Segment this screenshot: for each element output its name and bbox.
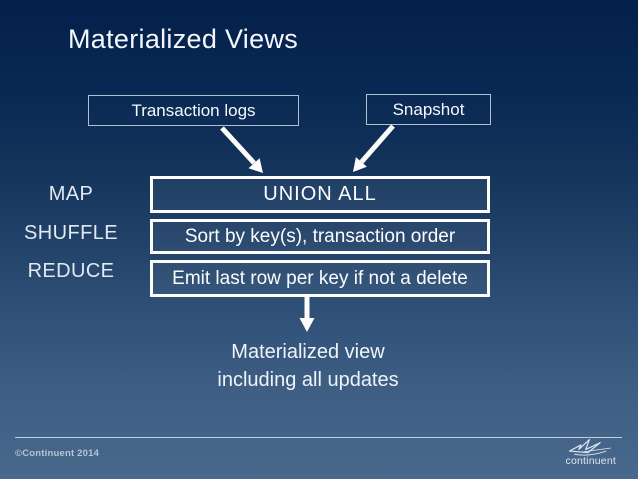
arrow-down-left-icon [353,124,395,172]
box-sort-by-key-label: Sort by key(s), transaction order [184,225,456,247]
arrow-down-icon [299,296,315,332]
continuent-logo: continuent [548,438,616,467]
result-caption-line2: including all updates [217,369,399,391]
arrow-down-right-icon [220,126,263,173]
copyright-text: ©Continuent 2014 [15,448,100,459]
stage-label-reduce: REDUCE [27,260,115,282]
box-sort-by-key: Sort by key(s), transaction order [150,219,490,254]
result-caption: Materialized view including all updates [148,338,468,394]
slide-title: Materialized Views [68,24,298,54]
box-emit-last-row-label: Emit last row per key if not a delete [172,267,468,289]
footer-divider [15,437,622,438]
result-caption-line1: Materialized view [231,341,385,363]
box-transaction-logs-label: Transaction logs [131,100,256,120]
box-union-all-label: UNION ALL [263,183,377,205]
box-union-all: UNION ALL [150,176,490,213]
box-emit-last-row: Emit last row per key if not a delete [150,260,490,297]
stage-label-map: MAP [48,183,94,205]
continuent-logo-text: continuent [565,455,616,467]
box-snapshot-label: Snapshot [392,99,465,119]
box-transaction-logs: Transaction logs [88,95,299,126]
origami-swallow-icon [568,438,611,456]
stage-label-shuffle: SHUFFLE [24,222,118,244]
box-snapshot: Snapshot [366,94,491,125]
